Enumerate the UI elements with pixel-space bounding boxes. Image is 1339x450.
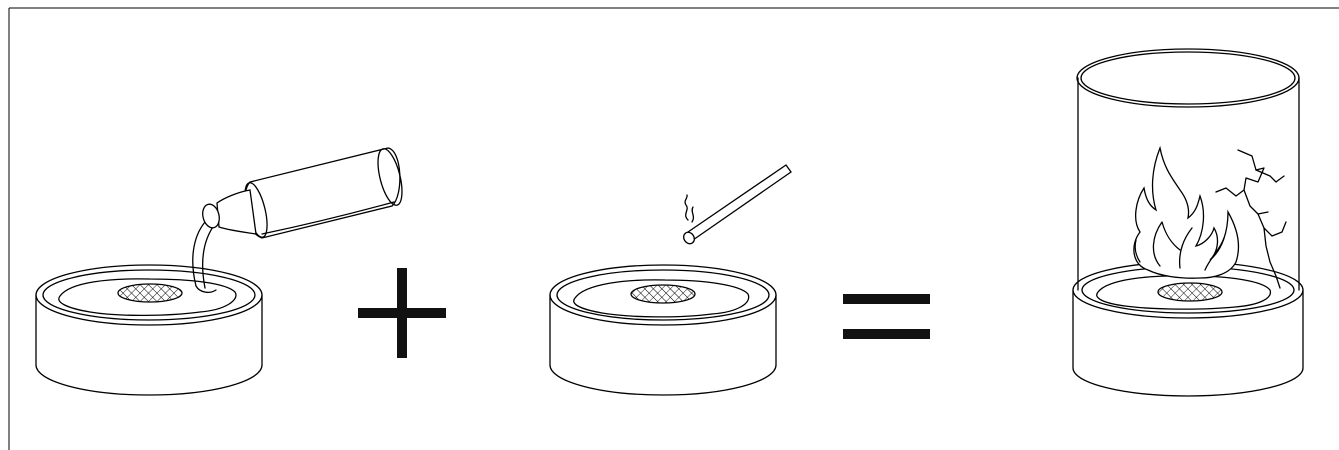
- step-1-pour-fuel: [36, 146, 407, 395]
- step-2-light-match: [550, 165, 791, 395]
- flame-icon: [1134, 148, 1239, 278]
- plus-sign: [358, 268, 446, 358]
- burner-base-2: [550, 265, 776, 395]
- burner-base-1: [36, 265, 262, 395]
- equals-sign: [843, 294, 930, 339]
- wick-mesh-1: [118, 284, 182, 302]
- step-3-lit-fireplace: [1073, 49, 1303, 396]
- wick-mesh-2: [631, 285, 695, 303]
- wick-mesh-3: [1158, 283, 1222, 301]
- match-icon: [681, 165, 791, 246]
- burner-base-3: [1073, 262, 1303, 396]
- bottle-pouring-icon: [193, 146, 407, 292]
